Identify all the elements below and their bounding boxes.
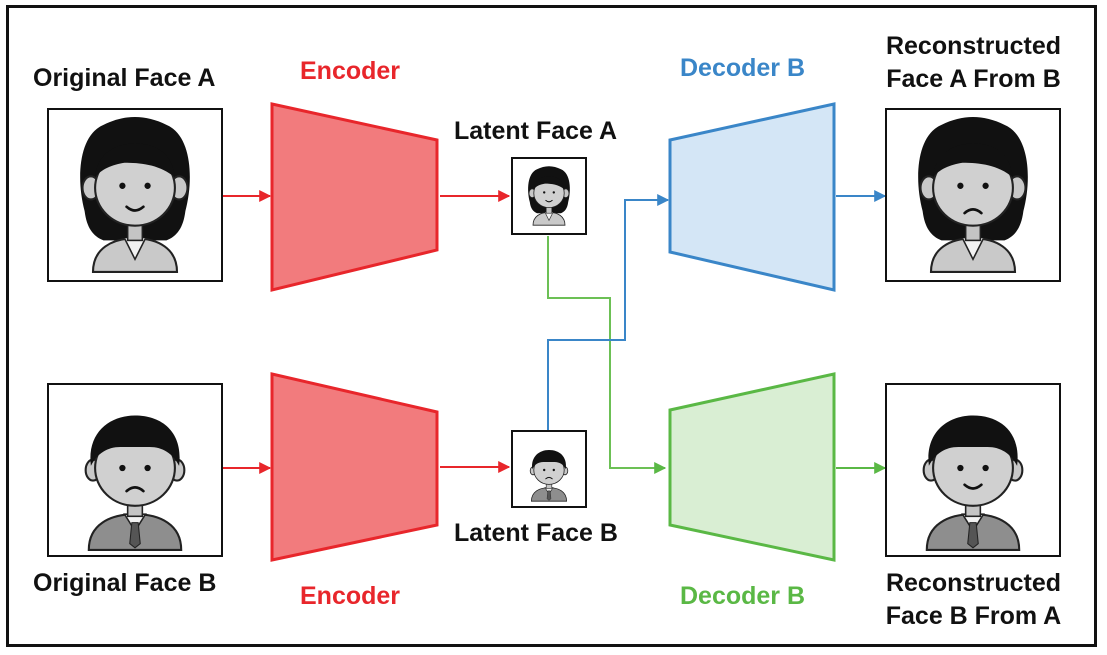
label-latent-face-b: Latent Face B (454, 519, 618, 547)
label-encoder-top: Encoder (300, 57, 401, 85)
label-reconstructed-b-line1: Reconstructed (885, 569, 1062, 597)
latent-face-b-image (511, 430, 587, 508)
label-reconstructed-b-line2: Face B From A (885, 602, 1062, 630)
path-latent-a-to-decoder-green (547, 236, 667, 474)
original-face-b-image (47, 383, 223, 557)
label-reconstructed-a-line1: Reconstructed (885, 32, 1062, 60)
reconstructed-face-a-image (885, 108, 1061, 282)
label-decoder-bottom: Decoder B (680, 582, 806, 610)
original-face-a-image (47, 108, 223, 282)
label-original-face-b: Original Face B (33, 569, 217, 597)
path-latent-b-to-decoder-blue (547, 194, 670, 430)
label-reconstructed-b: Reconstructed Face B From A (866, 567, 1081, 633)
encoder-bottom-shape (270, 372, 439, 562)
decoder-blue-shape (668, 102, 836, 292)
latent-face-a-image (511, 157, 587, 235)
label-reconstructed-a: Reconstructed Face A From B (866, 30, 1081, 96)
decoder-green-shape (668, 372, 836, 562)
reconstructed-face-b-image (885, 383, 1061, 557)
label-reconstructed-a-line2: Face A From B (886, 65, 1061, 93)
encoder-top-shape (270, 102, 439, 292)
label-encoder-bottom: Encoder (300, 582, 401, 610)
label-latent-face-a: Latent Face A (454, 117, 618, 145)
label-decoder-top: Decoder B (680, 54, 806, 82)
label-original-face-a: Original Face A (33, 64, 216, 92)
